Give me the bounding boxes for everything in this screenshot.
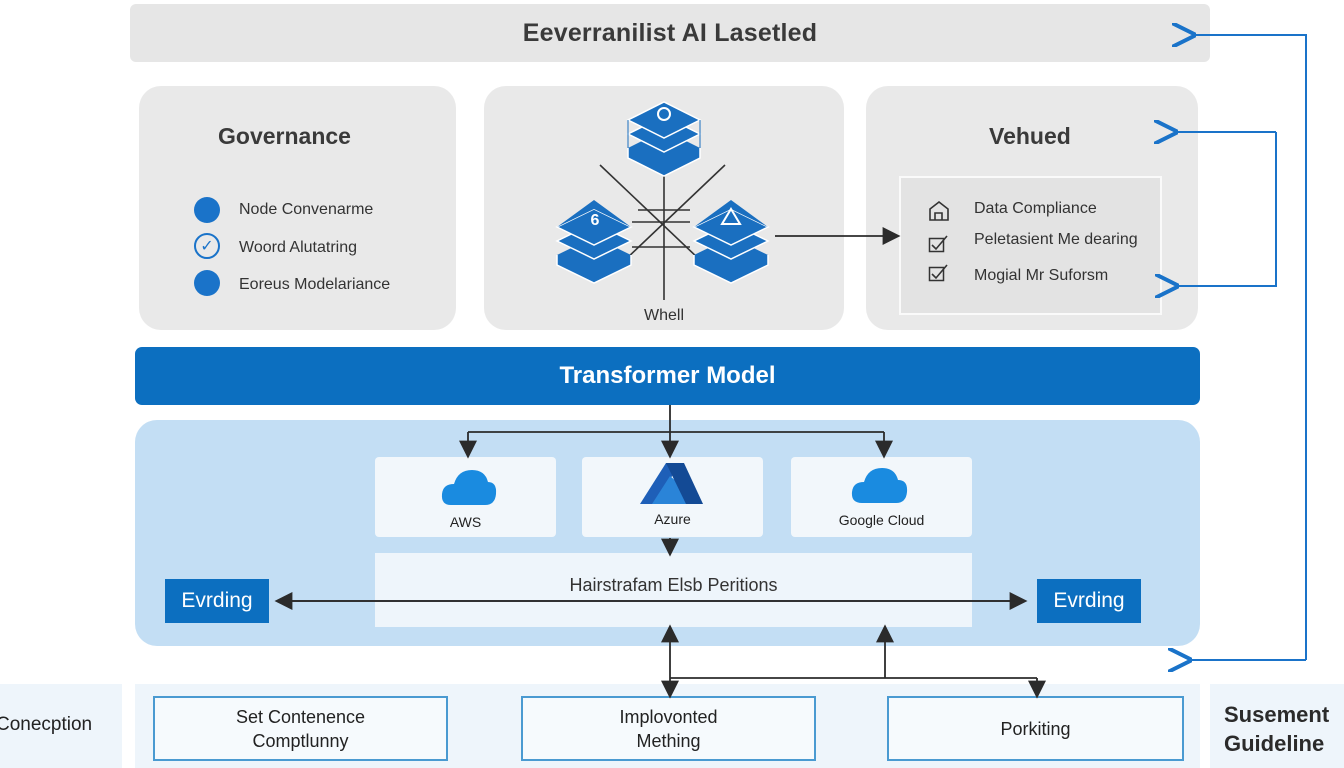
svg-text:6: 6 (591, 212, 600, 229)
page-title: Eeverranilist AI Lasetled (130, 4, 1210, 62)
bottom-box: Implovonted Mething (521, 696, 816, 761)
cluster-caption: Whell (643, 307, 684, 324)
feedback-loop-arrows (1174, 35, 1307, 660)
cloud-icon (441, 470, 497, 505)
check-circle-icon: ✓ (194, 233, 220, 259)
azure-logo-icon (640, 463, 703, 504)
stack-node-six-icon: 6 (555, 200, 633, 284)
conception-label: Conecption (0, 714, 93, 735)
governance-item: Node Convenarme (239, 201, 374, 218)
azure-label: Azure (654, 511, 691, 527)
guideline-label: Susement Guideline (1224, 702, 1330, 756)
governance-item: Eoreus Modelariance (239, 276, 391, 293)
aws-label: AWS (449, 514, 482, 530)
checkbox-icon (928, 235, 948, 253)
vehued-title: Vehued (989, 123, 1071, 149)
governance-panel (139, 86, 456, 330)
transformer-model-bar: Transformer Model (135, 347, 1200, 405)
transformer-to-clouds-arrows (459, 405, 893, 557)
house-icon (929, 200, 949, 221)
compliance-item: Peletasient Me dearing (974, 231, 1138, 248)
cloud-icon (851, 468, 908, 503)
bottom-box: Porkiting (887, 696, 1184, 761)
bottom-strip-left (0, 684, 122, 768)
filled-circle-icon (194, 270, 220, 296)
bottom-connectors (661, 624, 1046, 699)
compliance-item: Data Compliance (974, 200, 1097, 217)
evrding-left-button[interactable]: Evrding (165, 579, 269, 623)
partitions-box (375, 553, 972, 627)
bottom-strip-right (1210, 684, 1344, 768)
compliance-item: Mogial Mr Suforsm (974, 267, 1109, 284)
governance-title: Governance (218, 123, 351, 149)
bottom-box: Set Contenence Comptlunny (153, 696, 448, 761)
evrding-right-button[interactable]: Evrding (1037, 579, 1141, 623)
google-cloud-label: Google Cloud (838, 512, 925, 528)
partitions-label: Hairstrafam Elsb Peritions (569, 575, 778, 595)
stack-node-triangle-icon (692, 200, 770, 284)
filled-circle-icon (194, 197, 220, 223)
cluster-web-lines (599, 164, 726, 300)
stack-node-circle-icon (626, 101, 702, 177)
governance-item: Woord Alutatring (239, 239, 357, 256)
checkbox-icon (928, 264, 948, 282)
